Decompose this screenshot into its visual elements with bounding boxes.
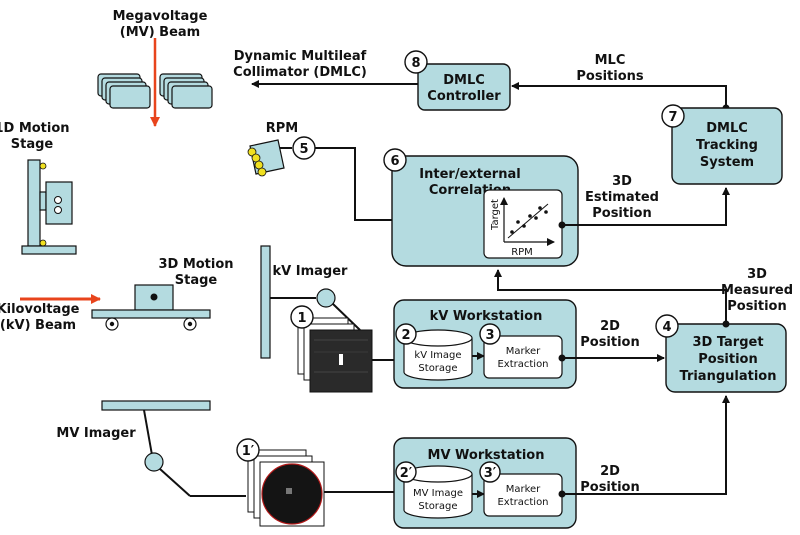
dmlc-controller-box: DMLC Controller 8 bbox=[404, 50, 511, 111]
correlation-output-dot bbox=[558, 221, 566, 229]
estimated-label-line3: Position bbox=[592, 206, 652, 221]
mv-beam-label-line1: Megavoltage bbox=[113, 9, 208, 24]
triangulation-box: 3D Target Position Triangulation 4 bbox=[655, 314, 787, 393]
dmlc-tracking-box: DMLC Tracking System 7 bbox=[661, 104, 783, 185]
dmlc-controller-title-line1: DMLC bbox=[443, 73, 485, 88]
kv-image-frames bbox=[297, 317, 373, 393]
motion-stage-3d-icon bbox=[91, 284, 211, 331]
mlc-positions-label-line2: Positions bbox=[576, 69, 644, 84]
dmlc-label-line1: Dynamic Multileaf bbox=[234, 49, 367, 64]
mv-2d-label-line2: Position bbox=[580, 480, 640, 495]
mv-image-frames bbox=[247, 449, 325, 527]
step-3-prime-badge bbox=[479, 461, 501, 483]
tracking-title-line3: System bbox=[700, 155, 754, 170]
dmlc-controller-title-line2: Controller bbox=[427, 89, 501, 104]
step-2-badge bbox=[395, 323, 417, 345]
kv-imager-icon bbox=[260, 245, 361, 359]
mv-extraction-to-triangulation-arrow bbox=[562, 395, 730, 495]
step-3-badge bbox=[479, 323, 501, 345]
step-1-badge bbox=[290, 305, 314, 329]
kv-2d-label-line1: 2D bbox=[600, 319, 620, 334]
kv-workstation-title: kV Workstation bbox=[430, 309, 543, 324]
motion-3d-label-line1: 3D Motion bbox=[158, 257, 233, 272]
kv-extraction-output-dot bbox=[558, 354, 566, 362]
mlc-positions-label-line1: MLC bbox=[595, 53, 626, 68]
measured-label-line3: Position bbox=[727, 299, 787, 314]
dmlc-label-line2: Collimator (DMLC) bbox=[233, 65, 367, 80]
step-7-number: 7 bbox=[668, 110, 677, 125]
triangulation-title-line2: Position bbox=[698, 352, 758, 367]
tracking-title-line1: DMLC bbox=[706, 121, 748, 136]
step-1-prime-number: 1′ bbox=[242, 444, 255, 459]
correlation-to-tracking-arrow bbox=[562, 187, 730, 226]
kv-extraction-label-line2: Extraction bbox=[497, 359, 548, 370]
kv-storage-label-line2: Storage bbox=[418, 363, 457, 374]
triangulation-title-line3: Triangulation bbox=[680, 369, 777, 384]
mv-storage-label-line2: Storage bbox=[418, 501, 457, 512]
step-2-prime-badge bbox=[395, 461, 417, 483]
plot-ylabel: Target bbox=[490, 199, 501, 231]
measured-label-line2: Measured bbox=[721, 283, 793, 298]
step-4-number: 4 bbox=[662, 320, 671, 335]
kv-workstation-box: kV Workstation kV Image Storage 2 Marker… bbox=[393, 299, 577, 389]
dmlc-collimator-icon bbox=[97, 73, 213, 109]
step-2-number: 2 bbox=[401, 328, 410, 343]
mv-2d-label-line1: 2D bbox=[600, 464, 620, 479]
plot-xlabel: RPM bbox=[511, 247, 533, 258]
measured-label-line1: 3D bbox=[747, 267, 767, 282]
step-8-badge bbox=[404, 50, 428, 74]
mv-image-storage-icon: MV Image Storage bbox=[403, 465, 473, 519]
correlation-scatter-plot: Target RPM bbox=[483, 189, 563, 259]
mv-imager-label: MV Imager bbox=[56, 426, 136, 441]
triangulation-to-correlation-arrow bbox=[494, 269, 727, 324]
rpm-marker-block-icon bbox=[247, 139, 285, 177]
rpm-label: RPM bbox=[266, 121, 298, 136]
kv-beam-label-line1: Kilovoltage bbox=[0, 302, 80, 317]
kv-imager-label: kV Imager bbox=[273, 264, 349, 279]
triangulation-output-dot bbox=[722, 320, 730, 328]
step-1-number: 1 bbox=[297, 311, 306, 326]
step-1-prime-badge bbox=[236, 438, 260, 462]
tracking-title-line2: Tracking bbox=[696, 138, 758, 153]
step-3-number: 3 bbox=[485, 328, 494, 343]
mv-storage-label-line1: MV Image bbox=[413, 488, 463, 499]
kv-2d-label-line2: Position bbox=[580, 335, 640, 350]
mv-workstation-title: MV Workstation bbox=[428, 448, 545, 463]
motion-stage-1d-icon bbox=[21, 159, 77, 255]
mv-workstation-box: MV Workstation MV Image Storage 2′ Marke… bbox=[393, 437, 577, 529]
motion-1d-label-line2: Stage bbox=[11, 137, 54, 152]
step-4-badge bbox=[655, 314, 679, 338]
mv-imager-icon bbox=[101, 400, 246, 497]
step-5-number: 5 bbox=[299, 142, 308, 157]
motion-1d-label-line1: 1D Motion bbox=[0, 121, 70, 136]
triangulation-title-line1: 3D Target bbox=[692, 335, 763, 350]
step-3-prime-number: 3′ bbox=[484, 466, 497, 481]
step-6-number: 6 bbox=[390, 154, 399, 169]
mv-extraction-label-line1: Marker bbox=[506, 484, 541, 495]
kv-image-storage-icon: kV Image Storage bbox=[403, 329, 473, 381]
correlation-title-line1: Inter/external bbox=[419, 167, 520, 182]
kv-beam-label-line2: (kV) Beam bbox=[0, 318, 76, 333]
motion-3d-label-line2: Stage bbox=[175, 273, 218, 288]
mv-extraction-label-line2: Extraction bbox=[497, 497, 548, 508]
correlation-box: Inter/external Correlation 6 Target RPM bbox=[383, 148, 579, 267]
step-7-badge bbox=[661, 104, 685, 128]
mv-beam-label-line2: (MV) Beam bbox=[120, 25, 200, 40]
estimated-label-line1: 3D bbox=[612, 174, 632, 189]
step-8-number: 8 bbox=[411, 56, 420, 71]
tracking-to-controller-arrow bbox=[511, 82, 727, 108]
kv-extraction-label-line1: Marker bbox=[506, 346, 541, 357]
estimated-label-line2: Estimated bbox=[585, 190, 659, 205]
step-2-prime-number: 2′ bbox=[400, 466, 413, 481]
step-6-badge bbox=[383, 148, 407, 172]
kv-storage-label-line1: kV Image bbox=[414, 350, 461, 361]
mv-extraction-output-dot bbox=[558, 490, 566, 498]
